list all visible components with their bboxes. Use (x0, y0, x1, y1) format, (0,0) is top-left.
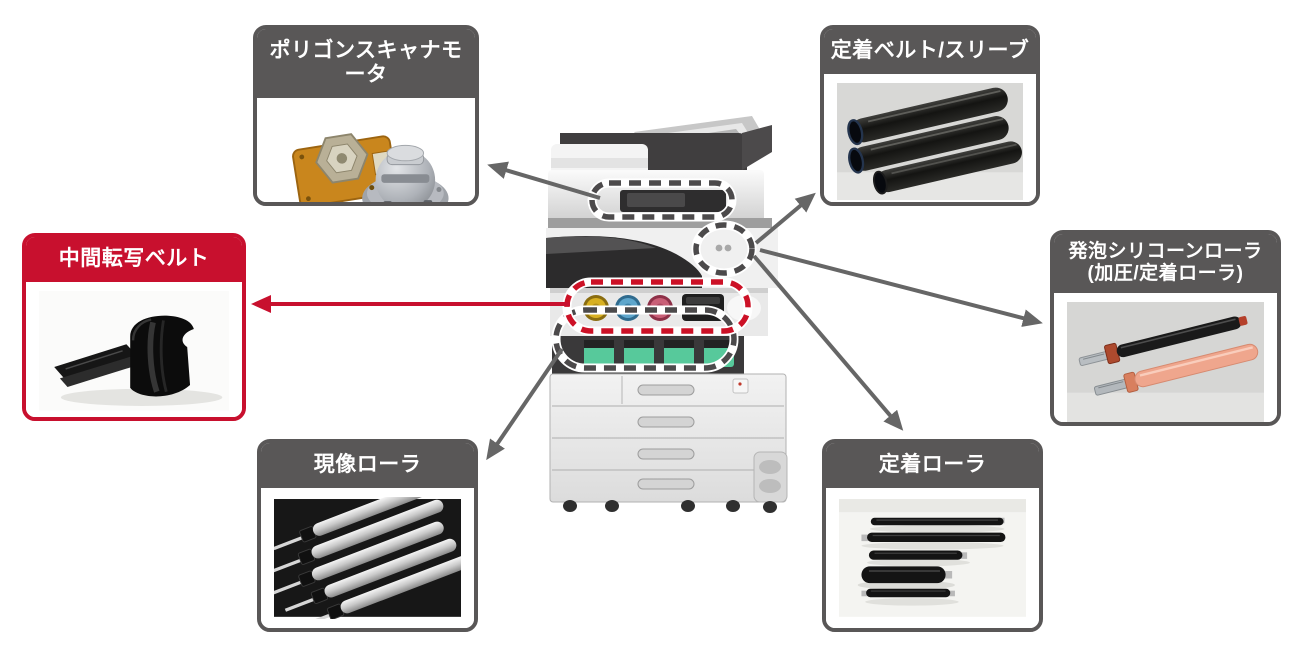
part-label-polygon-scanner-motor: ポリゴンスキャナモータ (257, 29, 475, 99)
part-box-fixing-belt-sleeve: 定着ベルト/スリーブ (820, 25, 1040, 206)
part-label-foam-silicone-roller: 発泡シリコーンローラ (加圧/定着ローラ) (1054, 234, 1277, 293)
arrow-to-fixing-roller (752, 254, 904, 431)
highlight-fuser-area (691, 220, 757, 278)
part-box-foam-silicone-roller: 発泡シリコーンローラ (加圧/定着ローラ) (1050, 230, 1281, 426)
part-label-fixing-roller: 定着ローラ (826, 443, 1039, 489)
silicone-roller-photo (1054, 292, 1277, 422)
part-box-polygon-scanner-motor: ポリゴンスキャナモータ (253, 25, 479, 206)
arrow-to-polygon-scanner-motor (487, 161, 601, 200)
polygon-motor-photo (257, 98, 475, 202)
part-label-line1: 発泡シリコーンローラ (1068, 241, 1263, 262)
developing-roller-photo (261, 488, 474, 628)
fixing-belt-photo (824, 74, 1036, 202)
arrow-to-silicone-roller (759, 248, 1043, 327)
arrow-to-developing-roller (486, 347, 564, 461)
fixing-roller-photo (826, 488, 1039, 628)
part-label-intermediate-transfer-belt: 中間転写ベルト (26, 237, 242, 283)
highlight-transfer-area-red (562, 277, 753, 336)
highlight-developer-area (551, 305, 739, 373)
part-box-developing-roller: 現像ローラ (257, 439, 478, 632)
part-label-line2: (加圧/定着ローラ) (1087, 262, 1244, 284)
highlight-scanner-panel (587, 178, 737, 222)
part-box-intermediate-transfer-belt: 中間転写ベルト (22, 233, 246, 421)
arrow-to-fixing-belt (754, 192, 816, 245)
transfer-belt-photo (26, 282, 242, 417)
part-label-fixing-belt-sleeve: 定着ベルト/スリーブ (824, 29, 1036, 75)
part-label-developing-roller: 現像ローラ (261, 443, 474, 489)
part-box-fixing-roller: 定着ローラ (822, 439, 1043, 632)
